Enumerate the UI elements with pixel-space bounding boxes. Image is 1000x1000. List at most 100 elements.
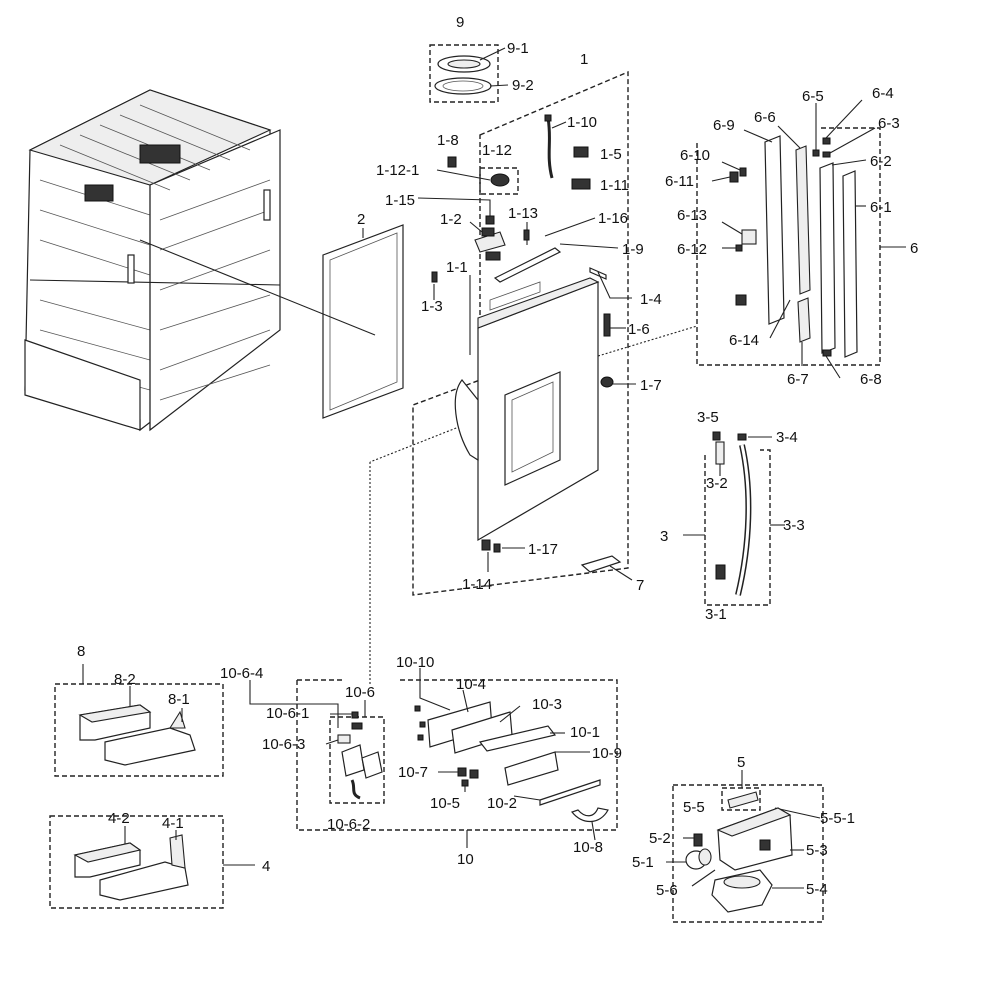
label-3: 3 [660, 528, 668, 545]
part-6-14-clip [735, 294, 747, 306]
label-10-3: 10-3 [532, 696, 562, 713]
label-1-12: 1-12 [482, 142, 512, 159]
part-10-6-2-actuator [341, 744, 383, 800]
group-1-box [412, 70, 629, 596]
part-6-10-clip [739, 167, 747, 177]
label-5: 5 [737, 754, 745, 771]
part-1-11-block [571, 178, 591, 190]
label-6-4: 6-4 [872, 85, 894, 102]
part-1-1-door [454, 277, 600, 542]
leader-1-15 [417, 197, 491, 218]
label-6-13: 6-13 [677, 207, 707, 224]
part-1-10-tube [544, 114, 554, 179]
part-3-1-fitting [715, 564, 726, 580]
leader-1-4 [597, 271, 632, 299]
label-1-4: 1-4 [640, 291, 662, 308]
group-12-box [479, 167, 519, 195]
leader-6-2 [831, 159, 867, 166]
label-3-2: 3-2 [706, 475, 728, 492]
label-3-3: 3-3 [783, 517, 805, 534]
leader-10-8 [591, 821, 596, 841]
label-10-6-4: 10-6-4 [220, 665, 263, 682]
label-5-4: 5-4 [806, 881, 828, 898]
part-6-5-clip [812, 149, 820, 157]
label-1-11: 1-11 [600, 177, 629, 194]
label-10-8: 10-8 [573, 839, 603, 856]
label-1-8: 1-8 [437, 132, 459, 149]
part-10-6-3-plate [337, 734, 351, 744]
part-8-1-duct [104, 710, 196, 766]
leader-5-6 [691, 869, 716, 887]
label-6-7: 6-7 [787, 371, 809, 388]
label-1-7: 1-7 [640, 377, 662, 394]
label-1-2: 1-2 [440, 211, 462, 228]
door-gasket-part-2 [322, 224, 404, 419]
label-10-9: 10-9 [592, 745, 622, 762]
part-1-13-pin [523, 229, 530, 241]
part-6-9-strip [764, 135, 785, 325]
leader-6-9 [743, 129, 773, 143]
leader-cabinet-gasket [139, 239, 376, 336]
label-4-2: 4-2 [108, 810, 130, 827]
label-10-7: 10-7 [398, 764, 428, 781]
part-1-3-pin [431, 271, 438, 283]
part-6-7-strip [797, 297, 811, 343]
part-3-2-fitting [715, 441, 725, 465]
part-6-11-clip [729, 171, 739, 183]
label-1-12-1: 1-12-1 [376, 162, 419, 179]
group-9-box [429, 44, 499, 103]
part-6-6-strip [795, 145, 811, 295]
label-10-5: 10-5 [430, 795, 460, 812]
part-10-3-panel [427, 701, 513, 754]
leader-1-9 [559, 243, 619, 249]
leader-10-3 [499, 705, 521, 723]
label-5-5: 5-5 [683, 799, 705, 816]
label-5-2: 5-2 [649, 830, 671, 847]
label-3-5: 3-5 [697, 409, 719, 426]
leader-1-16 [544, 217, 596, 237]
part-10-10-screws [414, 705, 426, 741]
callout-labels: 9 9-1 9-2 1 1-10 1-8 1-5 1-12 1-12-1 1-1… [77, 14, 918, 899]
part-1-5-block [573, 146, 589, 158]
part-6-1-strip [842, 170, 858, 358]
group-8-box [54, 683, 224, 777]
leader-5-5-1 [774, 807, 821, 819]
label-4-1: 4-1 [162, 815, 184, 832]
part-6-13-bracket [741, 229, 757, 245]
part-6-2-strip [819, 162, 836, 354]
part-1-15-screw [485, 215, 495, 225]
label-1-5: 1-5 [600, 146, 622, 163]
part-1-17-hinge-bottom [481, 539, 501, 553]
part-10-2-bar [539, 779, 601, 806]
label-6-6: 6-6 [754, 109, 776, 126]
label-3-4: 3-4 [776, 429, 798, 446]
part-6-8-clip [822, 349, 832, 357]
part-5-5-bracket [727, 791, 759, 809]
leader-7 [609, 565, 633, 581]
part-10-6-1-clip [351, 722, 363, 730]
label-10-1: 10-1 [570, 724, 600, 741]
label-1-3: 1-3 [421, 298, 443, 315]
part-3-5-clip [712, 431, 721, 441]
label-5-3: 5-3 [806, 842, 828, 859]
label-1-15: 1-15 [385, 192, 415, 209]
label-10-2: 10-2 [487, 795, 517, 812]
group-3-box [704, 449, 771, 606]
label-1-1: 1-1 [446, 259, 468, 276]
leader-1-2 [469, 221, 483, 233]
part-10-7-clip [457, 767, 479, 779]
label-10-4: 10-4 [456, 676, 486, 693]
part-4-2-duct [73, 842, 142, 878]
part-3-4-clip [737, 433, 747, 441]
leader-10-6-3 [325, 739, 339, 745]
part-1-6-switch [603, 313, 611, 337]
label-1-14: 1-14 [462, 576, 492, 593]
label-1-9: 1-9 [622, 241, 644, 258]
label-5-5-1: 5-5-1 [820, 810, 855, 827]
part-7-shim [580, 555, 622, 573]
label-6-1: 6-1 [870, 199, 892, 216]
label-6-2: 6-2 [870, 153, 892, 170]
label-8: 8 [77, 643, 85, 660]
part-8-2-duct [78, 704, 152, 741]
